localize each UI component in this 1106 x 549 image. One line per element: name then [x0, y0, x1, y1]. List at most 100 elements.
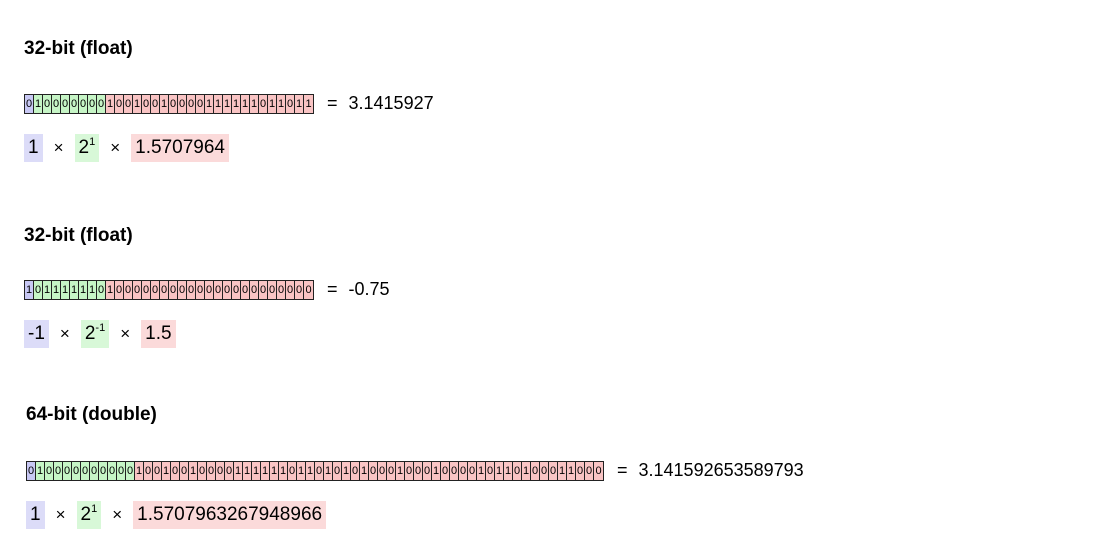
mantissa-bit: 0: [115, 94, 124, 113]
mantissa-bit: 0: [441, 461, 450, 480]
equals-sign: =: [327, 93, 338, 113]
mantissa-bit: 0: [459, 461, 468, 480]
mantissa-bit: 1: [268, 94, 277, 113]
mantissa-bit: 1: [135, 461, 144, 480]
mantissa-bit: 1: [241, 94, 250, 113]
times-sign: ×: [53, 138, 64, 157]
mantissa-bit: 0: [187, 280, 196, 299]
exponent-power: 1: [91, 503, 98, 515]
exponent-bit: 0: [117, 461, 126, 480]
sign-bit: 1: [25, 280, 34, 299]
exponent-bit: 0: [126, 461, 135, 480]
example-1-title: 32-bit (float): [24, 38, 133, 59]
mantissa-bit: 0: [178, 280, 187, 299]
mantissa-bit: 1: [243, 461, 252, 480]
mantissa-bit: 0: [178, 94, 187, 113]
times-sign: ×: [55, 505, 66, 524]
mantissa-bit: 0: [169, 94, 178, 113]
mantissa-bit: 1: [234, 461, 243, 480]
mantissa-bit: 1: [133, 94, 142, 113]
mantissa-bit: 0: [333, 461, 342, 480]
exponent-bit: 0: [79, 94, 88, 113]
mantissa-bit: 1: [270, 461, 279, 480]
mantissa-bit: 0: [232, 280, 241, 299]
mantissa-bit: 0: [576, 461, 585, 480]
mantissa-bit: 1: [360, 461, 369, 480]
example-3-title: 64-bit (double): [26, 404, 157, 425]
exponent-bit: 0: [70, 94, 79, 113]
mantissa-bit: 0: [169, 280, 178, 299]
equals-sign: =: [617, 460, 628, 480]
example-2-formula: -1 × 2-1 × 1.5: [24, 320, 176, 348]
mantissa-bit: 1: [306, 461, 315, 480]
mantissa-bit: 1: [432, 461, 441, 480]
mantissa-bit: 0: [124, 280, 133, 299]
exponent-power: 1: [89, 136, 96, 148]
mantissa-bit: 1: [304, 94, 313, 113]
mantissa-bit: 0: [288, 461, 297, 480]
exponent-bit: 1: [36, 461, 45, 480]
exponent-bit: 0: [34, 280, 43, 299]
mantissa-bit: 0: [198, 461, 207, 480]
mantissa-bit: 0: [594, 461, 603, 480]
exponent-bit: 0: [97, 280, 106, 299]
sign-bit: 0: [27, 461, 36, 480]
exponent-bit: 0: [99, 461, 108, 480]
mantissa-bit: 0: [423, 461, 432, 480]
exponent-bit: 0: [63, 461, 72, 480]
mantissa-bit: 1: [106, 280, 115, 299]
mantissa-bit: 0: [205, 280, 214, 299]
exponent-bit: 0: [45, 461, 54, 480]
mantissa-bit: 0: [450, 461, 459, 480]
exponent-bit: 1: [61, 280, 70, 299]
mantissa-bit: 0: [187, 94, 196, 113]
mantissa-bit: 0: [160, 280, 169, 299]
mantissa-bit: 1: [477, 461, 486, 480]
exponent-bit: 1: [70, 280, 79, 299]
mantissa-bit: 0: [250, 280, 259, 299]
equals-value: = -0.75: [327, 279, 390, 300]
mantissa-chip: 1.5: [141, 320, 176, 348]
sign-chip: 1: [26, 501, 45, 529]
mantissa-bit: 0: [225, 461, 234, 480]
exponent-bit: 1: [52, 280, 61, 299]
exponent-bit: 0: [81, 461, 90, 480]
exponent-chip: 2-1: [80, 320, 110, 348]
mantissa-bit: 0: [378, 461, 387, 480]
mantissa-bit: 1: [295, 94, 304, 113]
mantissa-bit: 0: [151, 94, 160, 113]
mantissa-bit: 1: [250, 94, 259, 113]
exponent-bit: 0: [54, 461, 63, 480]
exponent-power: -1: [95, 322, 106, 334]
mantissa-bit: 0: [414, 461, 423, 480]
exponent-chip: 21: [74, 134, 100, 162]
mantissa-bit: 0: [216, 461, 225, 480]
equals-sign: =: [327, 279, 338, 299]
mantissa-bit: 0: [295, 280, 304, 299]
exponent-base: 2: [80, 504, 92, 525]
mantissa-bit: 1: [162, 461, 171, 480]
sign-chip: -1: [24, 320, 49, 348]
mantissa-bit: 0: [259, 280, 268, 299]
mantissa-bit: 0: [369, 461, 378, 480]
mantissa-bit: 0: [268, 280, 277, 299]
mantissa-bit: 1: [504, 461, 513, 480]
mantissa-bit: 1: [522, 461, 531, 480]
exponent-bit: 0: [52, 94, 61, 113]
exponent-bit: 0: [90, 461, 99, 480]
mantissa-bit: 0: [153, 461, 162, 480]
mantissa-bit: 0: [468, 461, 477, 480]
sign-chip: 1: [24, 134, 43, 162]
mantissa-bit: 0: [486, 461, 495, 480]
exponent-base: 2: [78, 137, 90, 158]
decimal-value: -0.75: [348, 279, 390, 299]
exponent-bit: 0: [97, 94, 106, 113]
times-sign: ×: [110, 138, 121, 157]
mantissa-bit: 1: [252, 461, 261, 480]
exponent-bit: 0: [72, 461, 81, 480]
mantissa-bit: 0: [304, 280, 313, 299]
mantissa-bit: 1: [396, 461, 405, 480]
exponent-base: 2: [84, 323, 96, 344]
